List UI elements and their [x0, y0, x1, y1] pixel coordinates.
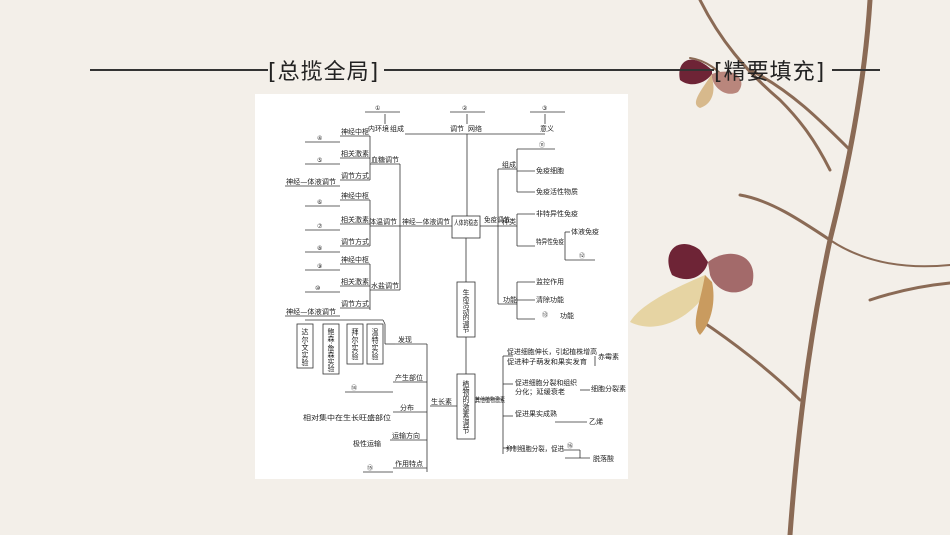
- blank-7: ⑦: [317, 223, 323, 230]
- auxin-label: 生长素: [431, 397, 452, 406]
- immune-types-label: 种类: [502, 217, 516, 226]
- plant-hormone-node: [456, 373, 476, 440]
- concept-map: ① ② ③ 内环境 组成 调节 网络 意义 人体的稳态 神经—体液调节 血糖调节…: [285, 105, 626, 473]
- auxin-branch: 生长素 发现 达尔文实验 鲍森·詹森实验 拜尔实验 温特实验 产生部位 ⑭ 分布…: [296, 319, 457, 473]
- gibberellin-desc-2: 促进种子萌发和果实发育: [507, 357, 587, 366]
- neuro-humoral-mid-label: 神经—体液调节: [402, 217, 450, 226]
- section-header: [总揽全局] [精要填充]: [90, 54, 880, 85]
- cytokinin-label: 细胞分裂素: [591, 384, 626, 393]
- header-overview-label: [总揽全局]: [268, 60, 380, 85]
- nonspecific-immunity-label: 非特异性免疫: [536, 209, 578, 218]
- neural-center-2: 神经中枢: [341, 191, 369, 200]
- homeostasis-label: 人体的稳态: [454, 218, 478, 227]
- blank-3: ③: [542, 105, 547, 112]
- blank-16: ⑯: [567, 442, 573, 450]
- boysen-jensen-label: 鲍森·詹森实验: [327, 327, 335, 373]
- left-regulation-branch: 神经—体液调节 血糖调节 体温调节 水盐调节 神经中枢 相关激素 调节方式 ④ …: [285, 127, 452, 317]
- blank-9: ⑨: [317, 263, 322, 270]
- immune-substances-label: 免疫活性物质: [536, 187, 578, 196]
- paal-experiment-box: [346, 323, 364, 365]
- blank-11: ⑪: [539, 141, 545, 149]
- clear-label: 清除功能: [536, 295, 564, 304]
- discovery-label: 发现: [398, 335, 412, 344]
- ethylene-desc: 促进果实成熟: [515, 409, 557, 418]
- specific-immunity-label: 特异性免疫: [536, 237, 564, 246]
- darwin-experiment-box: [296, 323, 314, 369]
- blank-15: ⑮: [367, 464, 373, 472]
- immune-composition-label: 组成: [502, 160, 516, 169]
- composition-label: 组成: [390, 124, 404, 133]
- gibberellin-desc-1: 促进细胞伸长，引起植株增高: [507, 347, 597, 356]
- blank-14: ⑭: [351, 384, 357, 392]
- network-label: 网络: [468, 124, 482, 133]
- distribution-desc: 相对集中在生长旺盛部位: [303, 413, 391, 422]
- immune-function-label: 功能: [503, 295, 517, 304]
- cytokinin-desc-1: 促进细胞分裂和组织: [515, 378, 577, 387]
- gibberellin-label: 赤霉素: [598, 352, 619, 361]
- neuro-humoral-2: 神经—体液调节: [286, 307, 336, 316]
- blank-5: ⑤: [317, 157, 322, 164]
- blank-10: ⑩: [315, 285, 320, 292]
- abscisic-label: 脱落酸: [593, 454, 614, 463]
- regulation-label: 调节: [450, 124, 464, 133]
- blank-2: ②: [462, 105, 468, 112]
- blank-1: ①: [375, 105, 380, 112]
- other-hormones-branch: 其他植物激素 促进细胞伸长，引起植株增高 促进种子萌发和果实发育 赤霉素 促进细…: [475, 347, 626, 463]
- immune-cells-label: 免疫细胞: [536, 166, 564, 175]
- inner-env-label: 内环境: [368, 124, 389, 133]
- went-experiment-label: 温特实验: [371, 327, 379, 361]
- blood-sugar-label: 血糖调节: [371, 155, 399, 164]
- life-activity-label: 生命活动的调节: [462, 288, 470, 334]
- related-hormone-2: 相关激素: [341, 215, 369, 224]
- blank-12: ⑫: [579, 252, 585, 260]
- cytokinin-desc-2: 分化；延缓衰老: [515, 387, 565, 396]
- top-branch: ① ② ③ 内环境 组成 调节 网络 意义: [365, 105, 565, 216]
- body-temp-label: 体温调节: [369, 217, 397, 226]
- water-salt-label: 水盐调节: [371, 281, 399, 290]
- immune-node-label: 免疫调节: [484, 215, 510, 224]
- ethylene-label: 乙烯: [589, 417, 603, 426]
- abscisic-desc: 抑制细胞分裂，促进: [506, 444, 564, 453]
- neural-center-1: 神经中枢: [341, 127, 369, 136]
- monitor-label: 监控作用: [536, 277, 564, 286]
- blank-8: ⑧: [317, 245, 322, 252]
- transport-direction-label: 运输方向: [392, 431, 420, 440]
- polar-transport-label: 极性运输: [353, 439, 381, 448]
- production-site-label: 产生部位: [395, 373, 423, 382]
- related-hormone-1: 相关激素: [341, 149, 369, 158]
- butterfly-lower: [630, 244, 754, 335]
- regulation-mode-3: 调节方式: [341, 299, 369, 308]
- plant-hormone-label: 植物的激素调节: [462, 379, 470, 435]
- blank-6: ⑥: [317, 199, 322, 206]
- header-key-points-label: [精要填充]: [714, 60, 826, 85]
- action-feature-label: 作用特点: [395, 459, 423, 468]
- other-hormones-label: 其他植物激素: [475, 395, 505, 404]
- darwin-experiment-label: 达尔文实验: [301, 327, 309, 367]
- concept-map-panel: ① ② ③ 内环境 组成 调节 网络 意义 人体的稳态 神经—体液调节 血糖调节…: [255, 94, 628, 479]
- immune-branch: 免疫调节 组成 种类 功能 ⑪ 免疫细胞 免疫活性物质 非特异性免疫 特异性免疫…: [480, 141, 599, 320]
- related-hormone-3: 相关激素: [341, 277, 369, 286]
- header-rule-right: [832, 69, 880, 71]
- blank-13: ⑬: [542, 311, 548, 319]
- regulation-mode-2: 调节方式: [341, 237, 369, 246]
- paal-experiment-label: 拜尔实验: [351, 327, 359, 361]
- butterfly-upper: [679, 59, 742, 108]
- distribution-label: 分布: [400, 403, 414, 412]
- header-rule-middle: [384, 69, 714, 71]
- boysen-jensen-box: [322, 323, 340, 375]
- humoral-immunity-label: 体液免疫: [571, 227, 599, 236]
- header-rule-left: [90, 69, 268, 71]
- significance-label: 意义: [540, 124, 554, 133]
- immune-function-suffix: 功能: [560, 311, 574, 320]
- blank-4: ④: [317, 135, 322, 142]
- went-experiment-box: [366, 323, 384, 365]
- regulation-mode-1: 调节方式: [341, 171, 369, 180]
- neural-center-3: 神经中枢: [341, 255, 369, 264]
- neuro-humoral-1: 神经—体液调节: [286, 177, 336, 186]
